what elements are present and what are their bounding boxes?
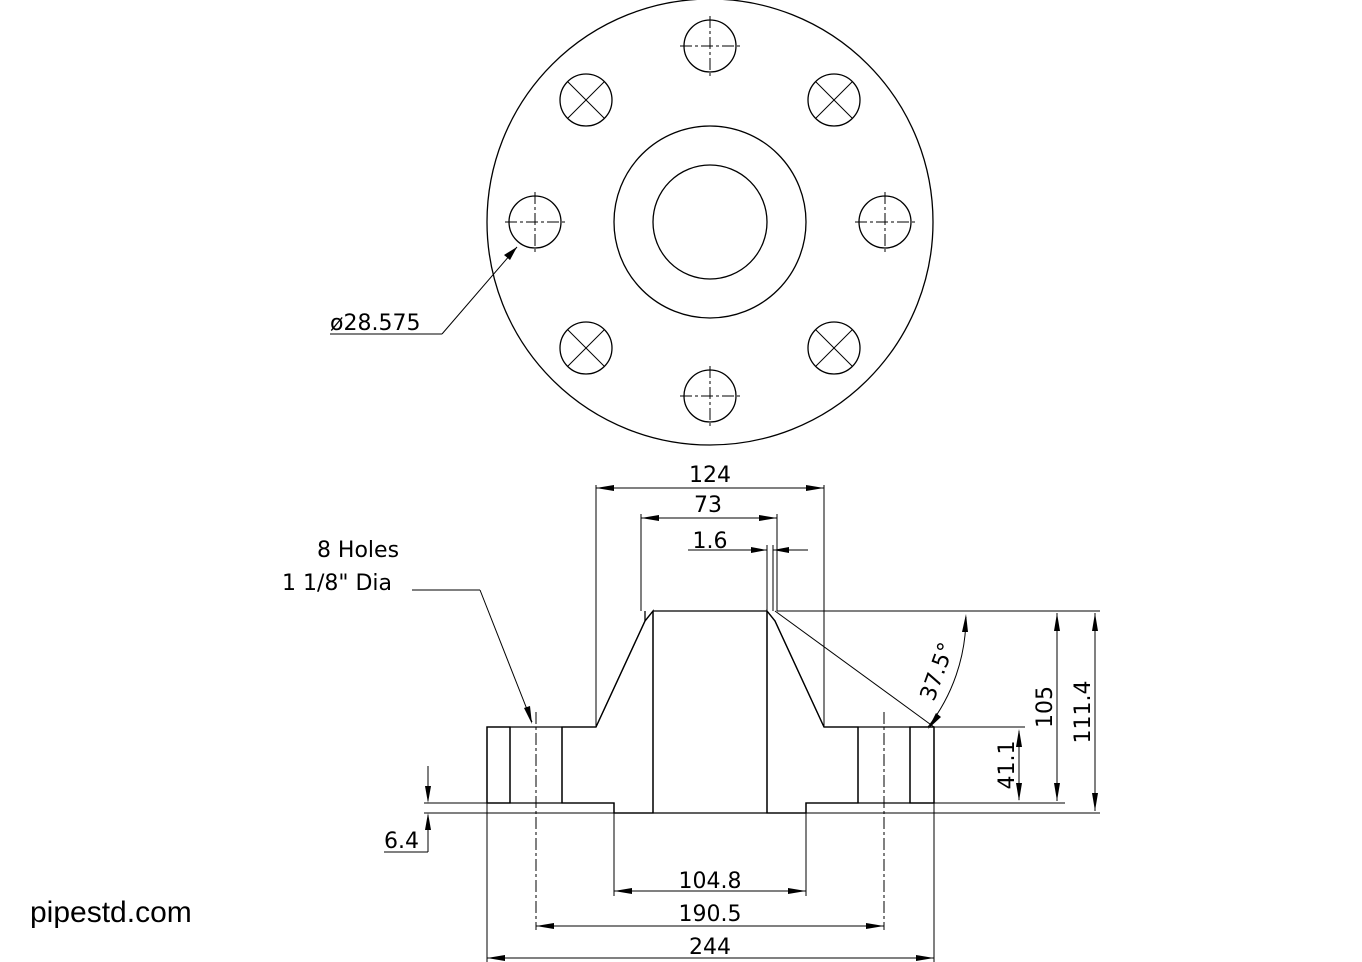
bolt-hole-left: [505, 192, 565, 252]
hatch-left-hub: [561, 609, 654, 814]
dim-label-111-4: 111.4: [1071, 681, 1096, 744]
dim-bevel-angle: 37.5°: [774, 610, 968, 729]
bolt-hole-upper-left: [559, 73, 613, 127]
top-view: ø28.575: [330, 0, 934, 446]
dim-label-6-4: 6.4: [384, 829, 419, 854]
bolt-hole-upper-right: [807, 73, 861, 127]
dim-overall-height: 111.4: [1071, 613, 1098, 811]
dim-bolt-circle: 190.5: [536, 902, 884, 929]
dim-raised-face: 6.4: [384, 766, 614, 854]
holes-note-line2: 1 1/8" Dia: [282, 571, 392, 596]
dim-chamfer: 1.6: [688, 529, 808, 611]
dim-bore-width: 73: [640, 493, 778, 611]
bolt-hole-bottom: [680, 366, 740, 426]
flange-outline: [486, 610, 935, 814]
bolt-hole-lower-left: [559, 321, 613, 375]
holes-note: 8 Holes 1 1/8" Dia: [282, 538, 533, 724]
hole-diameter-label: ø28.575: [330, 311, 420, 336]
dim-label-41-1: 41.1: [995, 741, 1020, 790]
hole-diameter-leader: ø28.575: [330, 246, 518, 336]
dim-flange-thickness: 41.1: [995, 729, 1022, 801]
dim-label-124: 124: [689, 463, 731, 488]
section-view: 124 73 1.6 8 Holes 1 1/8" Dia: [282, 463, 1100, 962]
dim-hub-height: 105: [1033, 613, 1060, 801]
dim-label-37-5: 37.5°: [916, 639, 960, 704]
dim-raised-face-dia: 104.8: [613, 813, 807, 896]
hatch-right-rim: [909, 726, 935, 804]
dim-vertical-extensions: [777, 610, 1100, 814]
bolt-hole-right: [855, 192, 915, 252]
dim-label-73: 73: [694, 493, 722, 518]
dim-label-190-5: 190.5: [679, 902, 742, 927]
hatch-left-rim: [486, 726, 511, 804]
watermark: pipestd.com: [30, 896, 192, 929]
bore-circle: [652, 164, 768, 280]
hub-circle: [613, 125, 807, 319]
dim-label-1-6: 1.6: [693, 529, 728, 554]
bolt-hole-lower-right: [807, 321, 861, 375]
dim-label-104-8: 104.8: [679, 869, 742, 894]
dim-label-105: 105: [1033, 686, 1058, 728]
bolt-hole-top: [680, 16, 740, 76]
holes-note-line1: 8 Holes: [317, 538, 399, 563]
dim-label-244: 244: [689, 935, 731, 960]
hatch-right-hub: [766, 609, 859, 814]
dim-hub-top-width: 124: [595, 463, 825, 727]
flange-outer-circle: [486, 0, 934, 446]
dim-outside-dia: 244: [486, 803, 935, 962]
